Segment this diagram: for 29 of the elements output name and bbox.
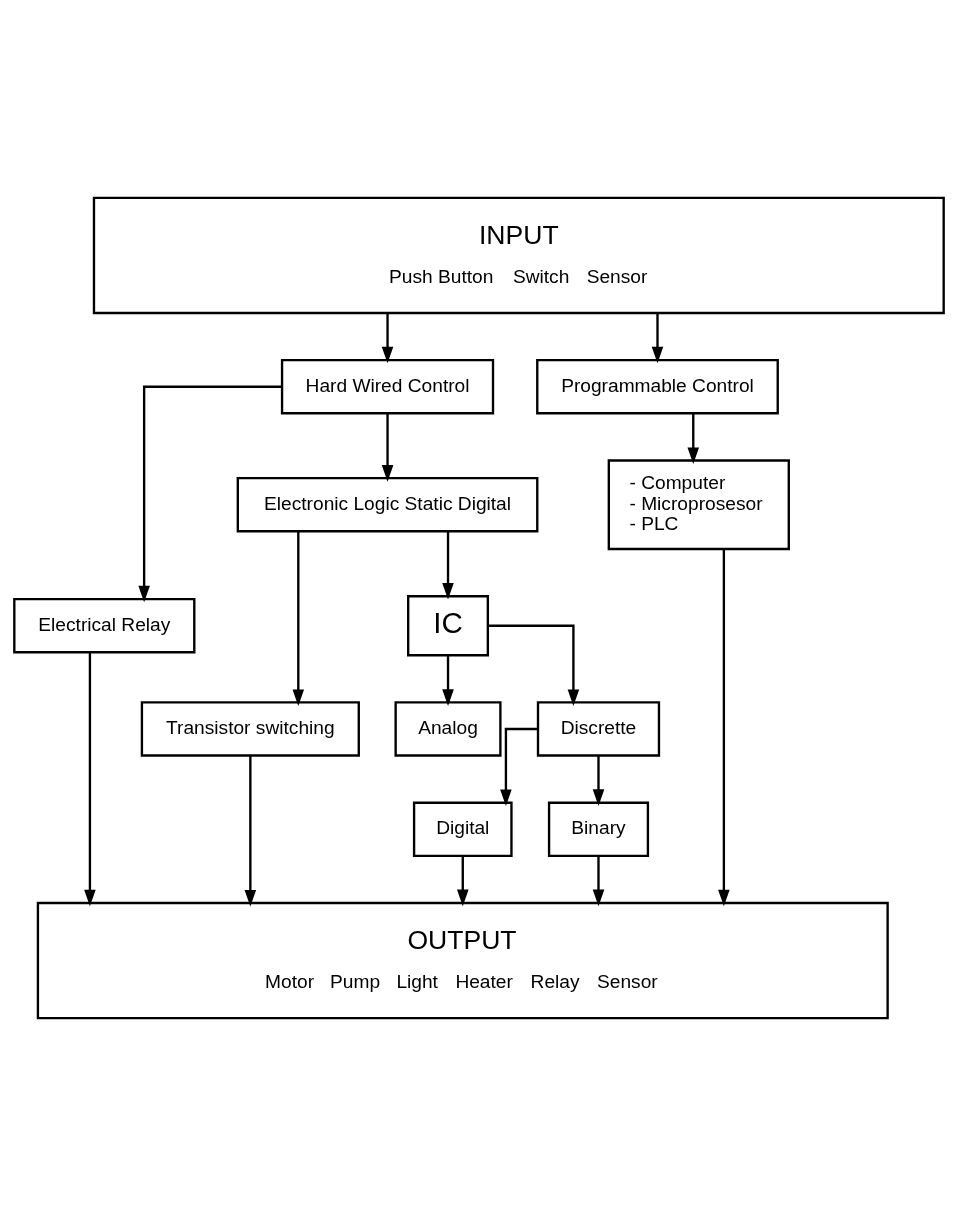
node-box: Hard Wired Control (280, 358, 495, 414)
arrow (500, 727, 538, 806)
node-box: Discrette (536, 700, 661, 757)
node-box: Transistor switching (140, 700, 360, 757)
arrow (138, 385, 282, 602)
node-box: - Computer - Microprosesor - PLC (607, 458, 790, 550)
arrow (84, 652, 96, 906)
arrow (244, 755, 257, 907)
arrow (442, 531, 454, 600)
arrow (718, 548, 730, 906)
arrow (592, 755, 605, 806)
node-box: Electronic Logic Static Digital (236, 476, 539, 532)
node-box: INPUT Push Button Switch Sensor (92, 196, 945, 314)
node-box: Electrical Relay (13, 597, 196, 653)
arrow (592, 855, 605, 906)
arrow (381, 413, 394, 482)
arrow (381, 312, 394, 363)
arrow (456, 855, 469, 906)
node-box: Programmable Control (536, 358, 779, 414)
arrow (488, 624, 580, 706)
arrow (687, 413, 700, 464)
arrow (442, 655, 454, 706)
arrow (651, 312, 664, 363)
node-box: OUTPUT Motor Pump Light Heater Relay Sensor (36, 901, 889, 1019)
arrow (292, 530, 305, 706)
node-box: IC (407, 594, 490, 656)
node-box: Binary (547, 801, 650, 857)
node-box: Digital (412, 801, 513, 857)
node-box: Analog (394, 700, 502, 757)
